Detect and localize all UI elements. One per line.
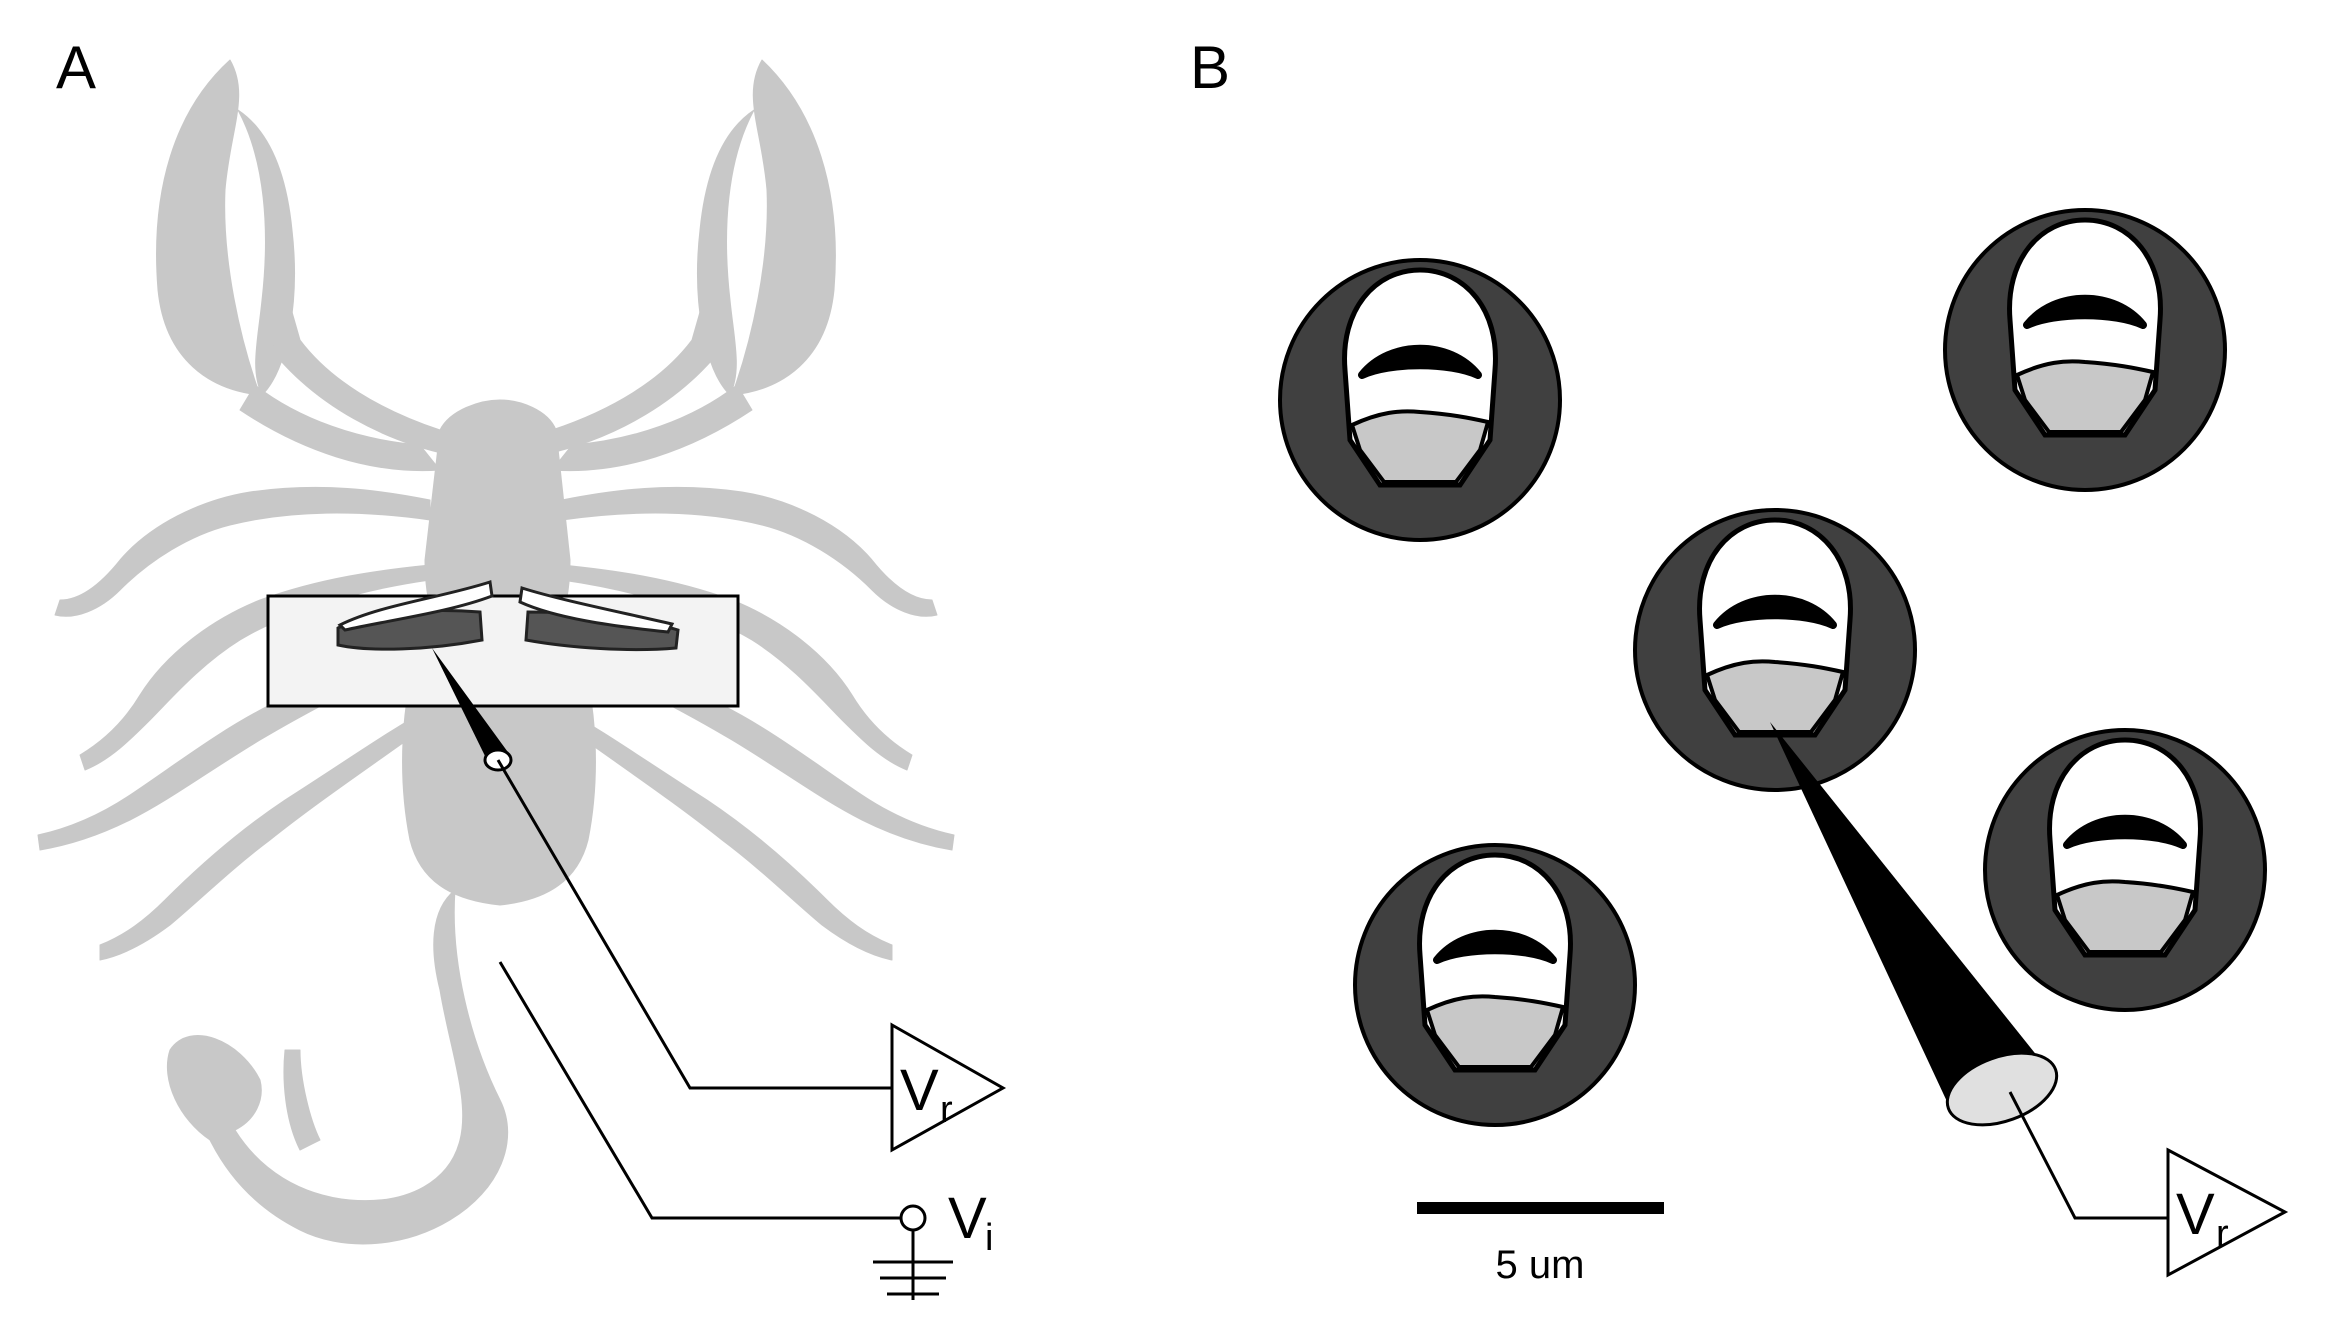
pectine-right: [518, 586, 680, 652]
injection-wire-a: [498, 961, 903, 1220]
amp-b-subscript: r: [2216, 1213, 2229, 1255]
amp-i-subscript: i: [985, 1217, 993, 1259]
cell-base: [1424, 994, 1566, 1069]
amp-a-subscript: r: [940, 1089, 953, 1131]
amp-i-symbol: V: [948, 1186, 987, 1251]
recording-electrode-a: [432, 648, 510, 758]
amp-b-symbol: V: [2176, 1182, 2215, 1247]
sensory-cell: [1983, 728, 2267, 1012]
electrode-tip-b: [1945, 1051, 2059, 1127]
pectine-inset-box: [266, 594, 740, 708]
panel-a: A: [37, 34, 1007, 1300]
scale-bar-label: 5 um: [1496, 1243, 1585, 1287]
cell-base: [1704, 659, 1846, 734]
recording-wire-a: [496, 759, 892, 1090]
cell-lens: [2023, 294, 2147, 329]
pectine-left: [336, 580, 494, 651]
cell-base: [2054, 879, 2196, 954]
recording-amplifier-b: V r: [2166, 1147, 2289, 1278]
cell-lens: [1358, 344, 1482, 379]
amp-a-symbol: V: [900, 1058, 939, 1123]
scale-bar: 5 um: [1417, 1202, 1664, 1287]
cell-lens: [2063, 814, 2187, 849]
panel-b: B V r 5 um: [1190, 34, 2289, 1287]
sensory-cells: [1278, 208, 2267, 1127]
sensory-cell: [1633, 508, 1917, 792]
cell-base: [1349, 409, 1491, 484]
sensory-cell: [1278, 258, 1562, 542]
recording-electrode-b: [1770, 722, 2050, 1108]
sensory-cell: [1943, 208, 2227, 492]
panel-label-b: B: [1190, 34, 1230, 101]
recording-amplifier-a: V r: [890, 1022, 1007, 1153]
cell-lens: [1433, 929, 1557, 964]
sensory-cell: [1353, 843, 1637, 1127]
recording-wire-b: [2008, 1091, 2172, 1220]
cell-base: [2014, 359, 2156, 434]
cell-lens: [1713, 594, 1837, 629]
injection-terminal-a: V i: [873, 1186, 993, 1300]
panel-label-a: A: [56, 34, 96, 101]
